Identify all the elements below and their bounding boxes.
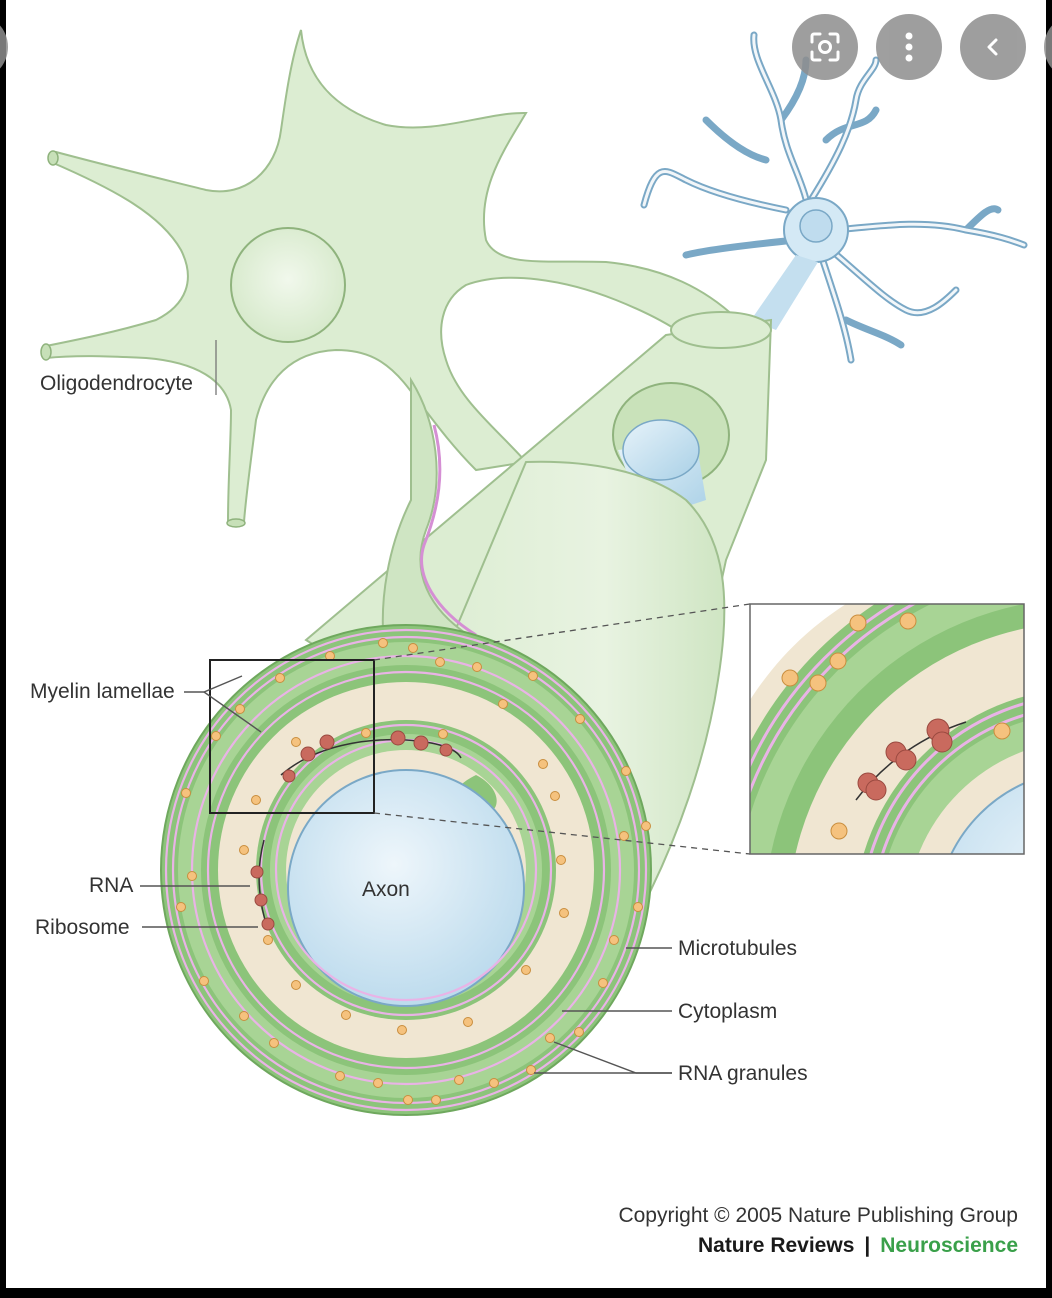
lens-icon bbox=[810, 32, 840, 62]
brand-line: Nature Reviews | Neuroscience bbox=[698, 1234, 1018, 1257]
previous-edge-button[interactable] bbox=[0, 14, 8, 80]
oligodendrocyte-process bbox=[381, 376, 479, 662]
oligodendrocyte-cell bbox=[40, 29, 738, 528]
brand-separator: | bbox=[864, 1234, 870, 1257]
label-oligodendrocyte: Oligodendrocyte bbox=[40, 372, 193, 395]
brand-section: Neuroscience bbox=[880, 1234, 1018, 1257]
label-axon: Axon bbox=[362, 878, 410, 901]
label-myelin-lamellae: Myelin lamellae bbox=[30, 680, 175, 703]
brand-journal: Nature Reviews bbox=[698, 1234, 854, 1257]
label-ribosome: Ribosome bbox=[35, 916, 130, 939]
diagram-canvas: Oligodendrocyte Myelin lamellae RNA Ribo… bbox=[6, 0, 1046, 1288]
back-button[interactable] bbox=[960, 14, 1026, 80]
labels: Oligodendrocyte Myelin lamellae RNA Ribo… bbox=[30, 372, 808, 1085]
chevron-left-icon bbox=[987, 38, 998, 56]
more-options-button[interactable] bbox=[876, 14, 942, 80]
zoom-region-box bbox=[209, 659, 375, 814]
label-rna-granules: RNA granules bbox=[678, 1062, 808, 1085]
label-rna: RNA bbox=[89, 874, 133, 897]
vertical-dots-icon bbox=[905, 32, 913, 62]
copyright-text: Copyright © 2005 Nature Publishing Group bbox=[618, 1204, 1018, 1227]
label-cytoplasm: Cytoplasm bbox=[678, 1000, 777, 1023]
next-edge-button[interactable] bbox=[1044, 14, 1052, 80]
myelination-diagram: Oligodendrocyte Myelin lamellae RNA Ribo… bbox=[30, 29, 1028, 1257]
lens-search-button[interactable] bbox=[792, 14, 858, 80]
myelin-sheath-tube bbox=[304, 311, 773, 902]
label-microtubules: Microtubules bbox=[678, 937, 797, 960]
zoom-inset bbox=[750, 604, 1024, 854]
axon bbox=[287, 769, 525, 1007]
myelin-cross-section bbox=[160, 624, 652, 1116]
